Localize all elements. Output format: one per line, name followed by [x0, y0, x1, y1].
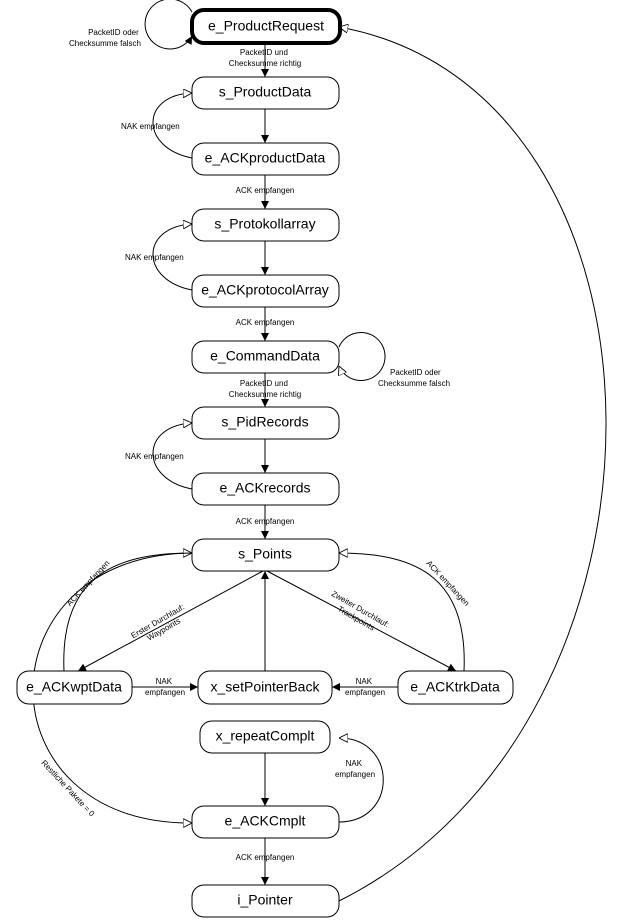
edge-acktrkdata-to-points [339, 553, 465, 672]
edge-label-packet-false-1: PacketID oder Checksumme falsch [69, 28, 141, 48]
edge-label-nak-left: NAK empfangen [145, 677, 185, 697]
state-label: e_ACKrecords [219, 480, 310, 496]
state-label: e_ACKproductData [205, 150, 326, 166]
edge-points-to-acktrkdata [266, 570, 457, 672]
nak-loop-1 [152, 93, 192, 159]
self-loop-command-data [339, 332, 386, 381]
state-label: x_setPointerBack [211, 679, 321, 695]
state-label: s_ProductData [219, 84, 312, 100]
edge-label-ack-left: ACK empfangen [65, 559, 112, 608]
edge-label-ack-right: ACK empfangen [425, 559, 472, 608]
state-product-data: s_ProductData [191, 76, 340, 110]
transition-edges [32, 0, 607, 902]
edge-label-packet-false-2: PacketID oder Checksumme falsch [378, 368, 450, 388]
edge-label-nak-2: NAK empfangen [125, 253, 184, 262]
nak-loop-2 [152, 224, 192, 291]
state-label: s_PidRecords [221, 414, 308, 430]
edge-label-packet-ok-1: PacketID und Checksumme richtig [229, 48, 301, 68]
state-label: e_ACKtrkData [410, 679, 500, 695]
state-label: e_CommandData [210, 348, 320, 364]
state-points: s_Points [191, 538, 340, 572]
edge-label-packet-ok-2: PacketID und Checksumme richtig [229, 379, 301, 399]
edge-label-ack-4: ACK empfangen [236, 853, 295, 862]
edge-label-ack-2: ACK empfangen [236, 318, 295, 327]
state-label: e_ACKCmplt [225, 813, 306, 829]
state-set-pointer-back: x_setPointerBack [197, 670, 333, 705]
edge-label-nak-right: NAK empfangen [345, 677, 385, 697]
edge-label-nak-3: NAK empfangen [125, 452, 184, 461]
state-label: e_ACKprotocolArray [201, 282, 329, 298]
edge-label-remaining: Restliche Pakete = 0 [39, 758, 96, 818]
edge-label-nak-repeat: NAK empfangen [335, 759, 375, 779]
state-command-data: e_CommandData [191, 340, 340, 374]
state-label: s_Protokollarray [214, 216, 315, 232]
state-protokollarray: s_Protokollarray [191, 208, 340, 242]
state-label: i_Pointer [237, 892, 293, 908]
edge-points-to-ackwptdata [77, 570, 264, 672]
edge-label-ack-3: ACK empfangen [236, 517, 295, 526]
edge-label-ack-1: ACK empfangen [236, 186, 295, 195]
state-ack-wpt-data: e_ACKwptData [16, 670, 133, 705]
state-ack-product-data: e_ACKproductData [191, 142, 340, 176]
state-pointer: i_Pointer [191, 884, 340, 918]
state-repeat-complt: x_repeatComplt [199, 720, 331, 754]
state-ack-records: e_ACKrecords [191, 472, 340, 506]
state-pid-records: s_PidRecords [191, 406, 340, 440]
state-label: x_repeatComplt [216, 728, 315, 744]
state-ack-protocol-array: e_ACKprotocolArray [191, 274, 340, 308]
edge-label-first-run: Erster Durchlauf: Waypoints [130, 601, 193, 649]
svg-text:Erster Durchlauf: Wayp: Erster Durchlauf: Waypoints [130, 601, 193, 649]
state-ack-trk-data: e_ACKtrkData [397, 670, 514, 705]
state-label: e_ACKwptData [26, 679, 122, 695]
nak-loop-3 [152, 423, 192, 490]
state-ack-complt: e_ACKCmplt [191, 805, 340, 839]
self-loop-product-request [144, 0, 193, 50]
self-loop-repeat-complt [339, 738, 384, 823]
state-label: e_ProductRequest [208, 18, 324, 34]
edge-label-nak-1: NAK empfangen [121, 122, 180, 131]
edge-pointer-to-productrequest [339, 27, 607, 902]
state-label: s_Points [238, 546, 292, 562]
state-product-request: e_ProductRequest [190, 8, 342, 45]
